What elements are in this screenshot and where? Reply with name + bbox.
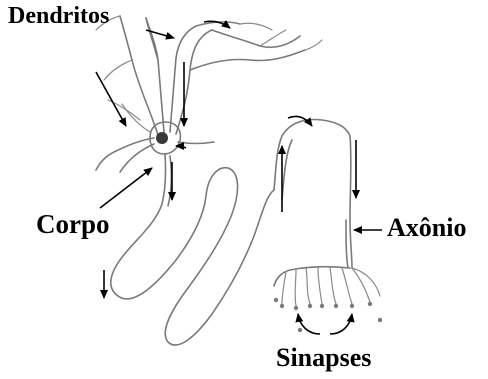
arrow-dendrite-left <box>96 72 126 126</box>
arrow-sinapses-right <box>330 314 352 334</box>
arrow-corpo-pointer <box>100 168 152 208</box>
synapse-terminals <box>274 267 382 333</box>
nucleus <box>156 132 168 144</box>
label-corpo: Corpo <box>36 211 110 238</box>
flow-arrows <box>96 21 382 334</box>
label-dendritos: Dendritos <box>8 4 109 28</box>
axon <box>111 120 352 346</box>
label-axonio: Axônio <box>387 215 466 241</box>
label-sinapses: Sinapses <box>276 345 371 371</box>
